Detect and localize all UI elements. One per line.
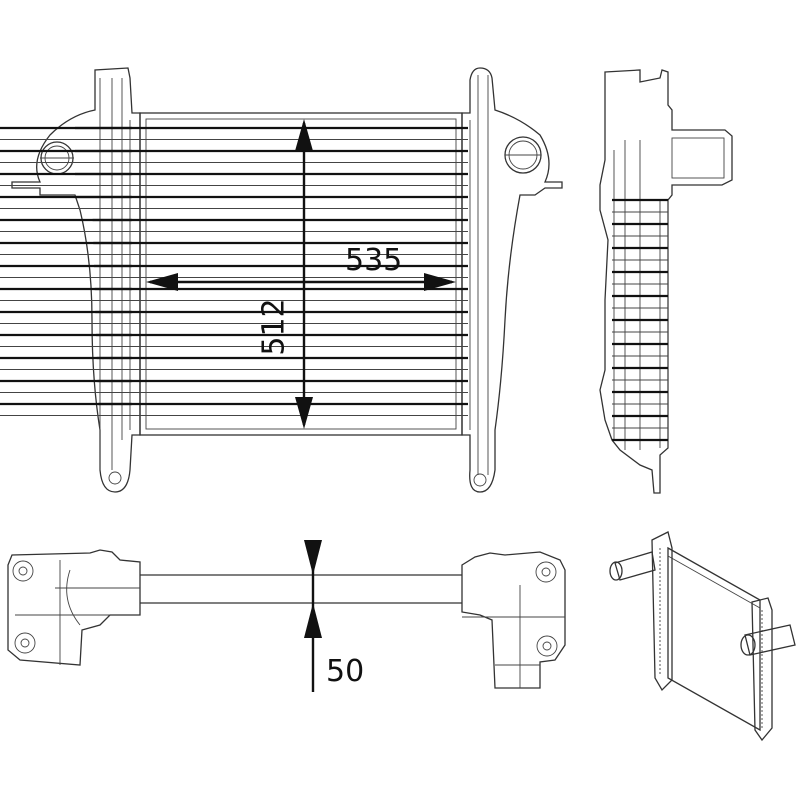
dimension-width	[146, 273, 456, 291]
dimension-height	[295, 119, 313, 429]
dimension-height-label: 512	[256, 298, 292, 356]
core	[139, 112, 463, 436]
bottom-view	[7, 540, 566, 692]
dimension-depth	[304, 540, 322, 692]
side-view	[599, 69, 733, 494]
right-tank	[0, 67, 563, 493]
isometric-view	[609, 531, 796, 742]
dimension-width-label: 535	[345, 243, 403, 278]
dimension-depth-label: 50	[326, 654, 365, 689]
front-view	[0, 67, 563, 493]
left-tank	[11, 67, 141, 493]
